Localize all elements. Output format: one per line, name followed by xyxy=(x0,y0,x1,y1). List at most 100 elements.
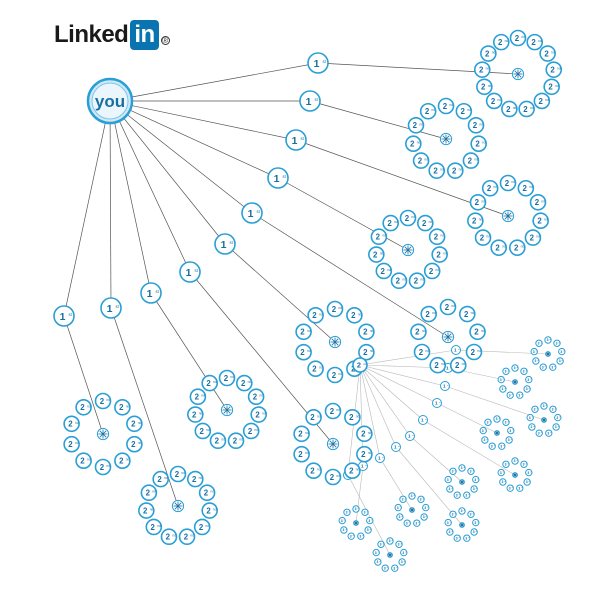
svg-text:st: st xyxy=(195,268,199,273)
logo-in-box: in xyxy=(130,20,159,50)
svg-text:2: 2 xyxy=(515,34,520,43)
svg-text:rd: rd xyxy=(405,551,406,554)
svg-text:3: 3 xyxy=(543,404,545,408)
svg-text:2: 2 xyxy=(119,403,124,412)
svg-text:nd: nd xyxy=(164,476,168,480)
svg-text:rd: rd xyxy=(541,431,542,434)
svg-text:nd: nd xyxy=(87,404,91,408)
svg-text:3: 3 xyxy=(406,521,408,525)
svg-text:rd: rd xyxy=(413,494,414,497)
svg-text:3: 3 xyxy=(474,521,476,525)
svg-text:rd: rd xyxy=(401,515,402,518)
svg-text:3: 3 xyxy=(420,497,422,501)
edge-you-to-first xyxy=(109,100,191,273)
svg-text:2: 2 xyxy=(537,217,542,226)
svg-text:rd: rd xyxy=(545,404,546,407)
svg-text:nd: nd xyxy=(529,185,533,189)
svg-text:2: 2 xyxy=(452,167,457,176)
svg-text:3: 3 xyxy=(518,486,520,490)
svg-text:1: 1 xyxy=(186,267,192,279)
svg-text:nd: nd xyxy=(199,412,203,416)
svg-text:nd: nd xyxy=(551,51,555,55)
edge-second-to-first-light xyxy=(359,349,457,366)
svg-text:rd: rd xyxy=(362,534,363,537)
svg-text:nd: nd xyxy=(336,474,340,478)
svg-text:rd: rd xyxy=(387,566,388,569)
edge-second-to-first-light xyxy=(359,364,438,404)
svg-text:rd: rd xyxy=(382,542,383,545)
svg-text:nd: nd xyxy=(417,141,421,145)
svg-text:nd: nd xyxy=(319,312,323,316)
svg-text:nd: nd xyxy=(502,245,506,249)
svg-text:nd: nd xyxy=(541,199,545,203)
svg-text:2: 2 xyxy=(539,97,544,106)
svg-text:nd: nd xyxy=(213,380,217,384)
edge-to-third-cluster xyxy=(422,419,516,476)
svg-text:3: 3 xyxy=(346,510,348,514)
linkedin-logo: Linked in ® xyxy=(54,18,170,52)
second-cluster-hub xyxy=(439,132,453,146)
third-cluster-hub xyxy=(512,379,518,385)
svg-text:3: 3 xyxy=(505,462,507,466)
edge-you-to-first xyxy=(109,100,112,309)
svg-text:nd: nd xyxy=(338,372,342,376)
svg-text:2: 2 xyxy=(464,310,469,319)
svg-text:nd: nd xyxy=(521,245,525,249)
svg-text:2: 2 xyxy=(495,244,500,253)
svg-text:rd: rd xyxy=(486,438,487,441)
svg-text:2: 2 xyxy=(425,107,430,116)
svg-text:2: 2 xyxy=(436,250,441,259)
svg-text:2: 2 xyxy=(166,533,171,542)
svg-text:nd: nd xyxy=(424,158,428,162)
svg-text:2: 2 xyxy=(363,328,368,337)
svg-text:nd: nd xyxy=(486,67,490,71)
svg-text:2: 2 xyxy=(361,450,366,459)
edge-to-third-cluster xyxy=(379,457,413,511)
svg-text:3: 3 xyxy=(538,341,540,345)
svg-text:2: 2 xyxy=(523,184,528,193)
edge-you-to-first xyxy=(109,62,319,102)
svg-text:2: 2 xyxy=(300,328,305,337)
svg-text:3: 3 xyxy=(483,438,485,442)
svg-text:rd: rd xyxy=(472,512,473,515)
svg-text:st: st xyxy=(398,445,400,448)
svg-text:st: st xyxy=(156,289,160,294)
svg-text:st: st xyxy=(412,434,414,437)
svg-text:rd: rd xyxy=(563,350,564,353)
svg-text:nd: nd xyxy=(462,362,466,366)
svg-text:2: 2 xyxy=(361,430,366,439)
